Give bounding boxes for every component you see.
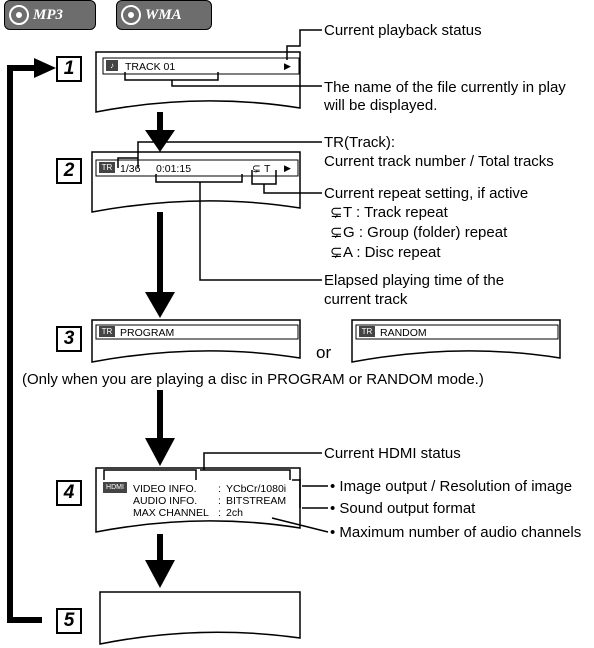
label-repeat-track: T : Track repeat <box>343 204 448 221</box>
flow-arrow-1 <box>145 130 175 152</box>
step-1: 1 <box>56 56 82 82</box>
hdmi-row-audio-label: AUDIO INFO. <box>133 495 198 507</box>
screen-1-bar <box>102 57 300 75</box>
label-tr-2: Current track number / Total tracks <box>324 153 554 170</box>
label-hdmi-image: • Image output / Resolution of image <box>330 478 573 495</box>
label-playback-status: Current playback status <box>324 22 482 39</box>
screen-3a-frame <box>91 319 301 363</box>
label-tr-1: TR(Track): <box>324 134 396 151</box>
mp3-badge-label: MP3 <box>33 6 63 23</box>
or-label: or <box>316 343 332 362</box>
wma-badge-label: WMA <box>145 6 182 23</box>
label-hdmi-sound: • Sound output format <box>330 500 476 517</box>
label-elapsed-1: Elapsed playing time of the <box>324 272 505 289</box>
screen-1-play-icon: ▶ <box>284 61 291 71</box>
track-icon: TR <box>99 326 115 337</box>
mode-note: (Only when you are playing a disc in PRO… <box>22 371 484 388</box>
screen-5-frame <box>99 591 301 645</box>
repeat-icon: ⊊ <box>252 163 261 175</box>
hdmi-icon: HDMI <box>103 482 127 493</box>
screen-3-random: RANDOM <box>380 327 427 339</box>
label-hdmi-status: Current HDMI status <box>324 445 461 462</box>
screen-1-track: TRACK 01 <box>125 61 176 73</box>
hdmi-row-video-sep: : <box>218 483 221 495</box>
label-hdmi-channels: • Maximum number of audio channels <box>330 524 582 541</box>
hdmi-row-video-label: VIDEO INFO. <box>133 483 197 495</box>
track-icon: TR <box>359 326 375 337</box>
screen-3b-frame <box>351 319 561 363</box>
step-2: 2 <box>56 158 82 184</box>
flow-arrow-2 <box>145 292 175 318</box>
label-file-name-1: The name of the file currently in play <box>324 79 566 96</box>
mp3-badge: MP3 <box>4 0 96 30</box>
step-4: 4 <box>56 480 82 506</box>
label-file-name-2: will be displayed. <box>324 97 438 114</box>
screen-4-frame <box>95 467 301 533</box>
repeat-icon: ⊊ <box>330 244 343 261</box>
hdmi-row-channel-value: 2ch <box>226 507 243 519</box>
hdmi-row-audio-sep: : <box>218 495 221 507</box>
flow-arrow-4 <box>145 560 175 588</box>
screen-2-bar <box>95 159 299 177</box>
label-repeat-title: Current repeat setting, if active <box>324 185 529 202</box>
return-loop <box>7 65 42 623</box>
screen-2-repeat: T <box>264 163 271 175</box>
label-repeat-disc: A : Disc repeat <box>343 244 441 261</box>
disc-icon <box>9 5 29 25</box>
hdmi-row-channel-sep: : <box>218 507 221 519</box>
repeat-icon: ⊊ <box>330 224 343 241</box>
step-5: 5 <box>56 608 82 634</box>
screen-2-track-count: 1/36 <box>120 163 141 175</box>
screen-3a-bar <box>95 324 299 340</box>
music-note-icon: ♪ <box>106 60 118 71</box>
step-3: 3 <box>56 326 82 352</box>
screen-2-play-icon: ▶ <box>284 163 291 173</box>
screen-3-program: PROGRAM <box>120 327 175 339</box>
return-arrow-head <box>34 58 56 78</box>
disc-icon <box>121 5 141 25</box>
hdmi-row-audio-value: BITSTREAM <box>226 495 287 507</box>
label-elapsed-2: current track <box>324 291 408 308</box>
hdmi-row-video-value: YCbCr/1080i <box>226 483 287 495</box>
track-icon: TR <box>99 162 115 173</box>
wma-badge: WMA <box>116 0 212 30</box>
repeat-icon: ⊊ <box>330 204 343 221</box>
flow-arrow-3 <box>145 438 175 466</box>
screen-1-frame <box>95 51 301 113</box>
label-repeat-group: G : Group (folder) repeat <box>343 224 508 241</box>
screen-2-elapsed-time: 0:01:15 <box>156 163 192 175</box>
hdmi-row-channel-label: MAX CHANNEL <box>133 507 209 519</box>
screen-3b-bar <box>355 324 559 340</box>
